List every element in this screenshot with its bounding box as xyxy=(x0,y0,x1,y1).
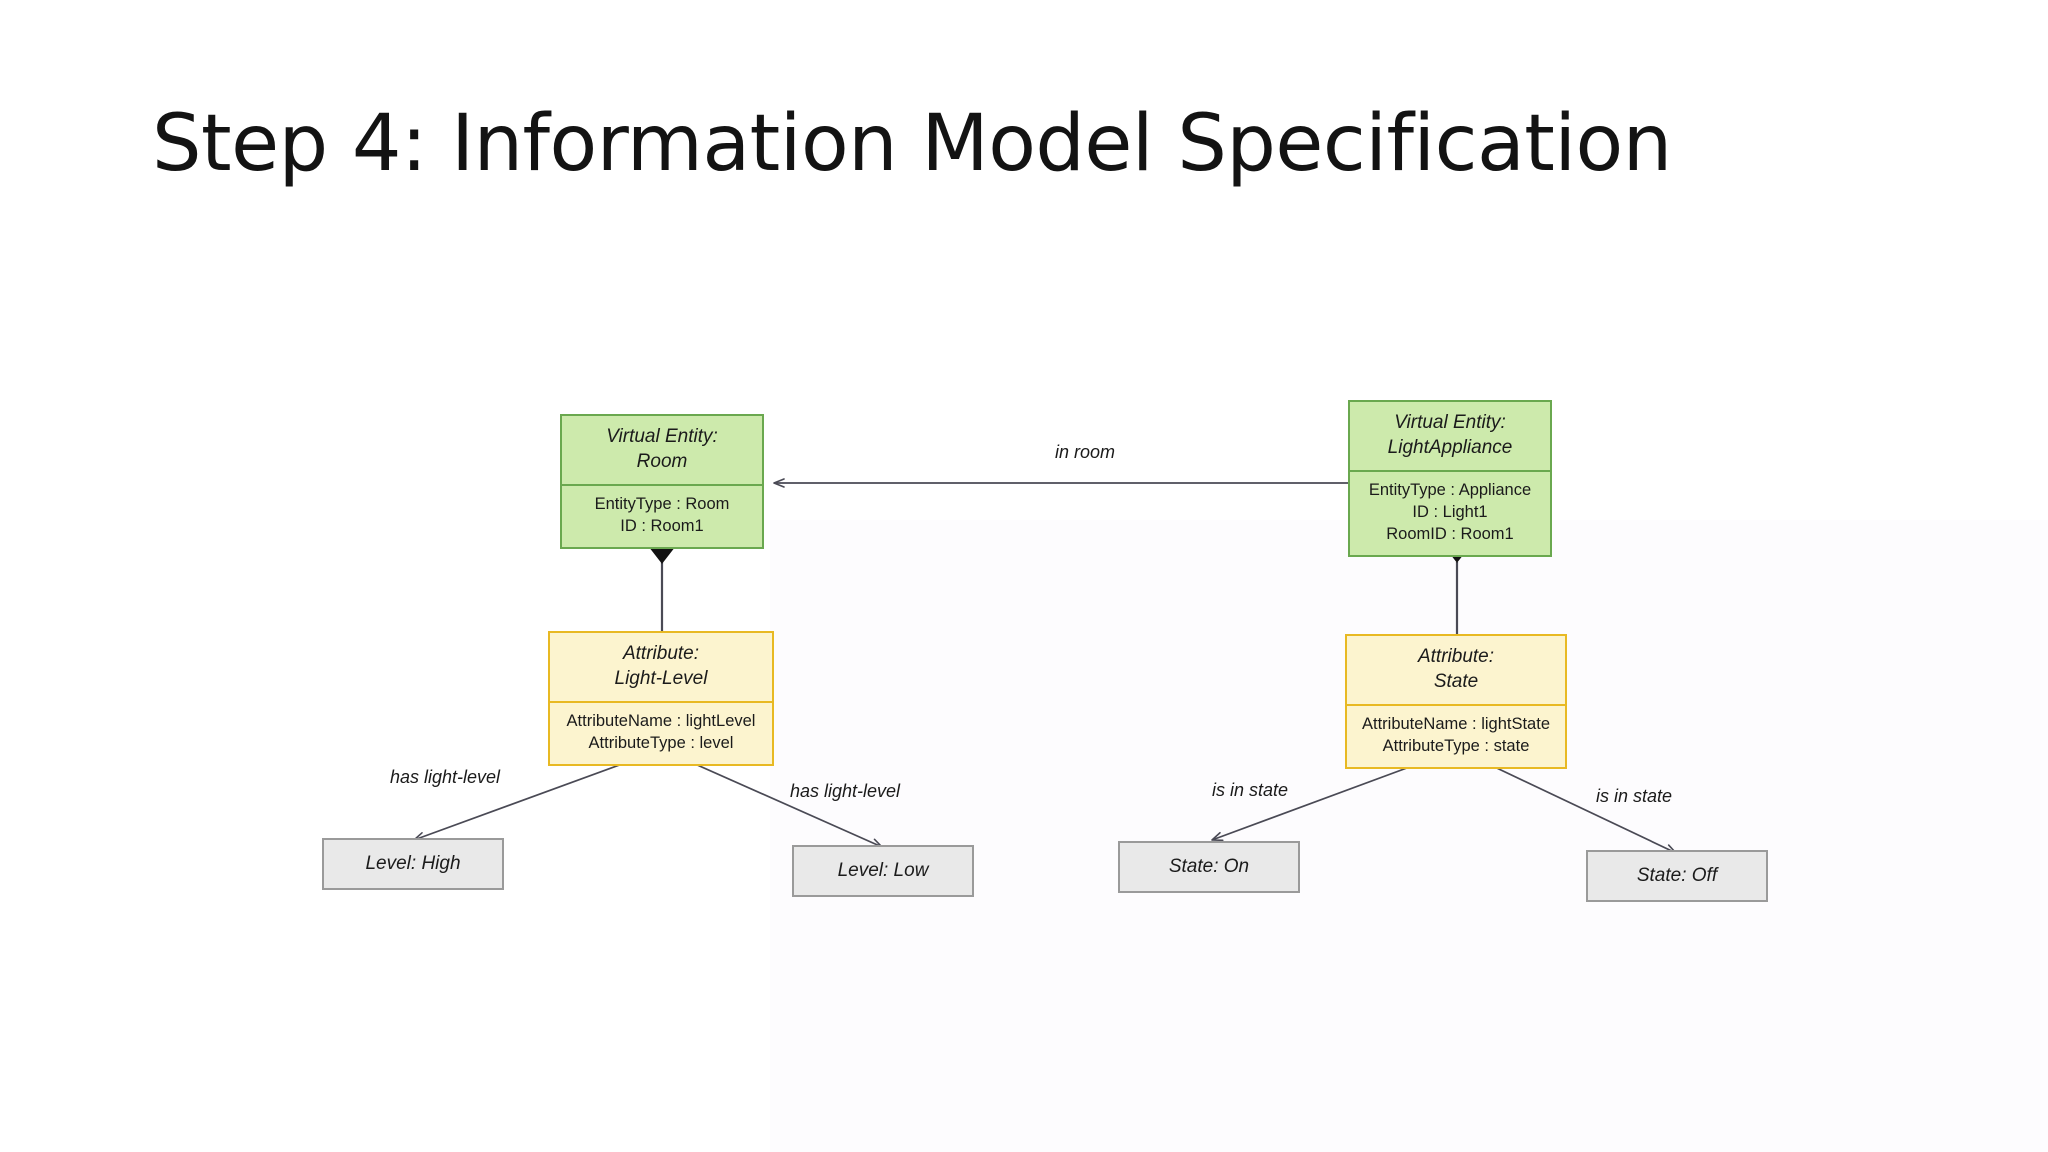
light-appliance-entity-header: Virtual Entity: LightAppliance xyxy=(1350,402,1550,473)
node-light-appliance-entity[interactable]: Virtual Entity: LightAppliance EntityTyp… xyxy=(1348,400,1552,557)
state-attribute-header-line1: Attribute: xyxy=(1417,646,1495,667)
light-appliance-entity-header-line1: Virtual Entity: xyxy=(1394,412,1506,433)
light-appliance-entity-attr-1: ID : Light1 xyxy=(1412,503,1488,522)
page-title: Step 4: Information Model Specification xyxy=(152,99,1672,189)
light-appliance-entity-header-line2: LightAppliance xyxy=(1387,436,1513,458)
edge-label-is-in-state-on: is in state xyxy=(1212,780,1289,800)
room-entity-header-line2: Room xyxy=(636,450,688,472)
state-attribute-attr-0: AttributeName : lightState xyxy=(1361,715,1550,734)
light-appliance-entity-attr-0: EntityType : Appliance xyxy=(1368,481,1532,500)
edge-has-light-level-low xyxy=(667,751,883,848)
room-entity-body: EntityType : Room ID : Room1 xyxy=(562,486,762,547)
edge-label-has-light-level-high: has light-level xyxy=(390,767,501,787)
state-off-value-label: State: Off xyxy=(1636,865,1718,886)
state-on-value-label: State: On xyxy=(1168,856,1250,877)
edge-has-light-level-high xyxy=(413,751,656,842)
room-entity-attr-1: ID : Room1 xyxy=(620,517,704,536)
light-level-attribute-header-line1: Attribute: xyxy=(622,643,700,664)
node-state-on-value[interactable]: State: On xyxy=(1118,841,1300,893)
room-entity-attr-0: EntityType : Room xyxy=(594,495,730,514)
node-level-low-value[interactable]: Level: Low xyxy=(792,845,974,897)
room-entity-header: Virtual Entity: Room xyxy=(562,416,762,487)
node-state-off-value[interactable]: State: Off xyxy=(1586,850,1768,902)
node-room-entity[interactable]: Virtual Entity: Room EntityType : Room I… xyxy=(560,414,764,549)
state-attribute-header: Attribute: State xyxy=(1347,636,1565,707)
light-level-attribute-header: Attribute: Light-Level xyxy=(550,633,772,704)
state-attribute-attr-1: AttributeType : state xyxy=(1382,737,1530,756)
edge-label-has-light-level-low: has light-level xyxy=(790,781,901,801)
state-attribute-header-line2: State xyxy=(1433,670,1479,692)
node-light-level-attribute[interactable]: Attribute: Light-Level AttributeName : l… xyxy=(548,631,774,766)
edge-label-is-in-state-off: is in state xyxy=(1596,786,1673,806)
light-level-attribute-attr-1: AttributeType : level xyxy=(588,734,734,753)
light-level-attribute-attr-0: AttributeName : lightLevel xyxy=(566,712,756,731)
level-low-value-label: Level: Low xyxy=(837,860,929,881)
light-level-attribute-body: AttributeName : lightLevel AttributeType… xyxy=(550,703,772,764)
room-entity-header-line1: Virtual Entity: xyxy=(606,426,718,447)
state-attribute-body: AttributeName : lightState AttributeType… xyxy=(1347,706,1565,767)
light-level-attribute-header-line2: Light-Level xyxy=(614,667,708,689)
node-state-attribute[interactable]: Attribute: State AttributeName : lightSt… xyxy=(1345,634,1567,769)
level-high-value-label: Level: High xyxy=(365,853,461,874)
edge-label-in-room: in room xyxy=(1055,442,1116,462)
node-level-high-value[interactable]: Level: High xyxy=(322,838,504,890)
light-appliance-entity-attr-2: RoomID : Room1 xyxy=(1386,524,1514,543)
light-appliance-entity-body: EntityType : Appliance ID : Light1 RoomI… xyxy=(1350,472,1550,554)
